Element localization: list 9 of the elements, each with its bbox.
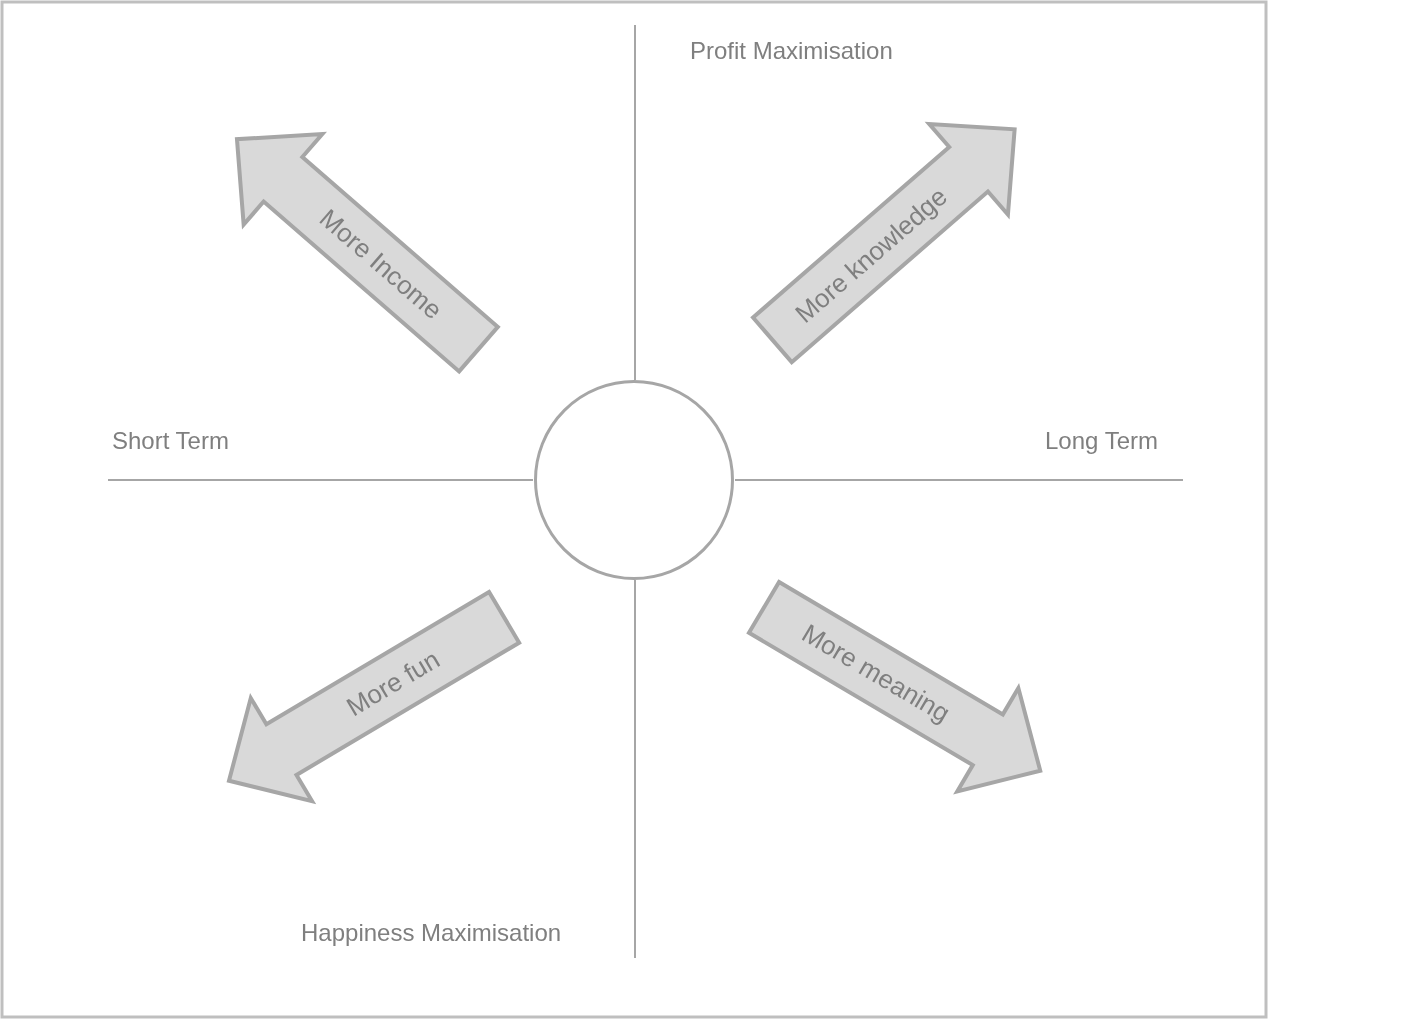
block-arrow <box>744 577 1045 796</box>
axis-label: Short Term <box>112 429 229 453</box>
arrow-label: More fun <box>341 646 444 721</box>
block-arrow <box>224 587 524 806</box>
axis-label: Long Term <box>1045 429 1158 453</box>
axis-label: Profit Maximisation <box>690 39 893 63</box>
block-arrow <box>749 119 1019 367</box>
block-arrow <box>232 129 502 376</box>
axis-label: Happiness Maximisation <box>301 921 562 945</box>
